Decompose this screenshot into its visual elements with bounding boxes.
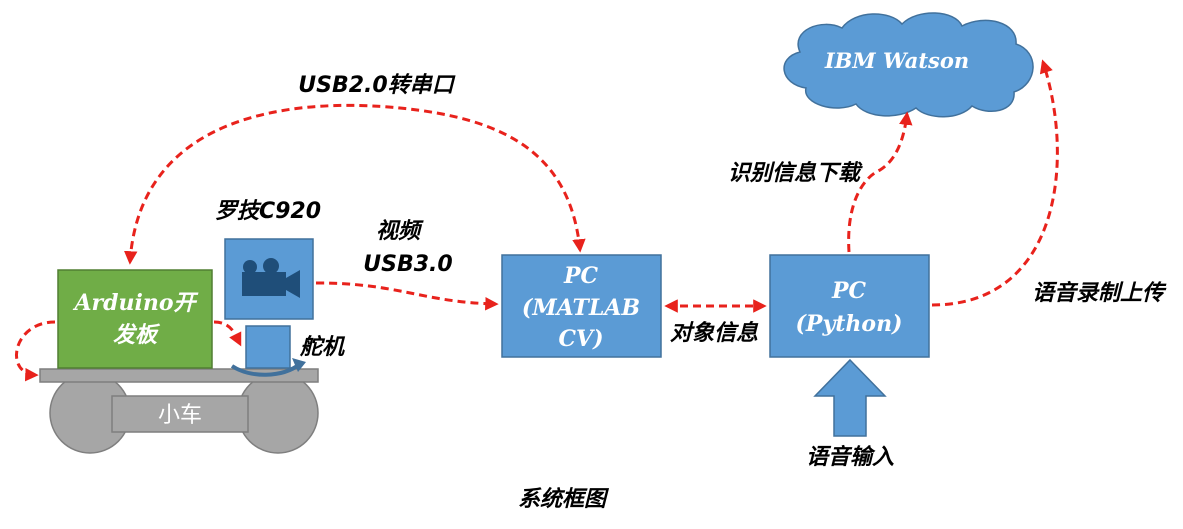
pc-python-box: PC (Python) [769, 254, 930, 358]
arduino-loop-connector [14, 320, 56, 382]
usb-serial-label: USB2.0转串口 [298, 73, 455, 98]
pc-python-rect [769, 254, 930, 358]
servo-body [245, 325, 291, 369]
servo-rotation-arrow [230, 362, 302, 377]
servo-rotation-arrowhead [292, 358, 306, 372]
object-info-label: 对象信息 [670, 320, 759, 346]
arduino-label-line1: Arduino开 [72, 290, 198, 316]
arduino-box: Arduino开 发板 [57, 269, 213, 369]
pc-matlab-box: PC (MATLAB CV) [501, 254, 662, 358]
camera-label: 罗技C920 [215, 199, 321, 224]
voice-input-arrow [813, 358, 887, 437]
pc-python-line1: PC [831, 278, 867, 304]
recognition-download-connector [847, 111, 913, 253]
pc-matlab-line2: (MATLAB [522, 295, 640, 321]
arduino-rect [57, 269, 213, 369]
car-wheel-right [237, 372, 319, 454]
cloud-shape [783, 12, 1034, 118]
video-label-line2: USB3.0 [363, 252, 452, 277]
car: 小车 [39, 368, 319, 454]
pc-python-line2: (Python) [796, 311, 903, 337]
diagram-caption: 系统框图 [518, 486, 610, 512]
pc-matlab-line1: PC [563, 263, 599, 289]
servo [230, 325, 306, 377]
video-label-line1: 视频 [376, 219, 424, 244]
voice-input-label: 语音输入 [806, 444, 894, 470]
camera [224, 238, 314, 320]
pc-matlab-line3: CV) [559, 326, 604, 352]
arduino-servo-connector [213, 320, 242, 347]
cloud-label: IBM Watson [824, 48, 969, 73]
servo-label: 舵机 [299, 334, 346, 360]
video-camera-icon [242, 258, 300, 298]
recognition-download-label: 识别信息下载 [728, 160, 863, 186]
ibm-watson-cloud: IBM Watson [783, 12, 1034, 118]
voice-upload-label: 语音录制上传 [1032, 280, 1167, 306]
video-connector [315, 281, 499, 311]
arduino-label-line2: 发板 [113, 322, 161, 348]
car-label: 小车 [158, 403, 202, 428]
usb-serial-connector [123, 103, 586, 265]
car-body [111, 395, 249, 433]
pc-matlab-rect [501, 254, 662, 358]
voice-upload-connector [931, 59, 1059, 307]
